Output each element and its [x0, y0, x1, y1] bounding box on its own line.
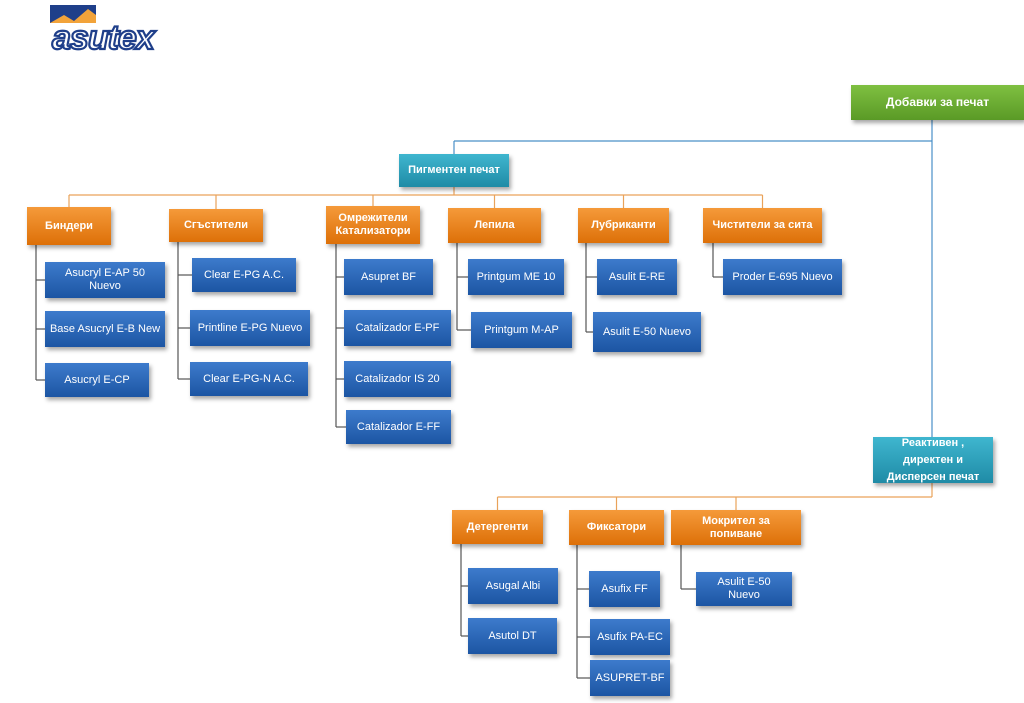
reactive-product-1-2[interactable]: Asutol DT [468, 618, 557, 654]
reactive-print-node[interactable]: Реактивен , директен и Дисперсен печат [873, 437, 993, 483]
pigment-category-2[interactable]: Сгъстители [169, 209, 263, 242]
pigment-product-2-3[interactable]: Clear E-PG-N A.C. [190, 362, 308, 396]
pigment-print-node[interactable]: Пигментен печат [399, 154, 509, 187]
pigment-product-6-1[interactable]: Proder E-695 Nuevo [723, 259, 842, 295]
asutex-logo: asutex [50, 5, 200, 58]
pigment-category-6[interactable]: Чистители за сита [703, 208, 822, 243]
reactive-product-2-3[interactable]: ASUPRET-BF [590, 660, 670, 696]
reactive-product-2-2[interactable]: Asufix PA-EC [590, 619, 670, 655]
pigment-product-1-2[interactable]: Base Asucryl E-B New [45, 311, 165, 347]
pigment-category-1[interactable]: Биндери [27, 207, 111, 245]
pigment-category-4[interactable]: Лепила [448, 208, 541, 243]
pigment-product-2-1[interactable]: Clear E-PG A.C. [192, 258, 296, 292]
pigment-product-3-3[interactable]: Catalizador IS 20 [344, 361, 451, 397]
root-node[interactable]: Добавки за печат [851, 85, 1024, 120]
reactive-category-2[interactable]: Фиксатори [569, 510, 664, 545]
pigment-category-3[interactable]: Омрежители Катализатори [326, 206, 420, 244]
reactive-category-1[interactable]: Детергенти [452, 510, 543, 544]
logo-text: asutex [52, 19, 157, 53]
pigment-product-3-1[interactable]: Asupret BF [344, 259, 433, 295]
pigment-category-5[interactable]: Лубриканти [578, 208, 669, 243]
pigment-product-3-4[interactable]: Catalizador E-FF [346, 410, 451, 444]
pigment-product-5-2[interactable]: Asulit E-50 Nuevo [593, 312, 701, 352]
pigment-product-3-2[interactable]: Catalizador E-PF [344, 310, 451, 346]
reactive-product-3-1[interactable]: Asulit E-50 Nuevo [696, 572, 792, 606]
reactive-product-1-1[interactable]: Asugal Albi [468, 568, 558, 604]
pigment-product-5-1[interactable]: Asulit E-RE [597, 259, 677, 295]
pigment-product-2-2[interactable]: Printline E-PG Nuevo [190, 310, 310, 346]
pigment-product-4-2[interactable]: Printgum M-AP [471, 312, 572, 348]
pigment-product-4-1[interactable]: Printgum ME 10 [468, 259, 564, 295]
pigment-product-1-3[interactable]: Asucryl E-CP [45, 363, 149, 397]
pigment-product-1-1[interactable]: Asucryl E-AP 50 Nuevo [45, 262, 165, 298]
reactive-category-3[interactable]: Мокрител за попиване [671, 510, 801, 545]
reactive-product-2-1[interactable]: Asufix FF [589, 571, 660, 607]
